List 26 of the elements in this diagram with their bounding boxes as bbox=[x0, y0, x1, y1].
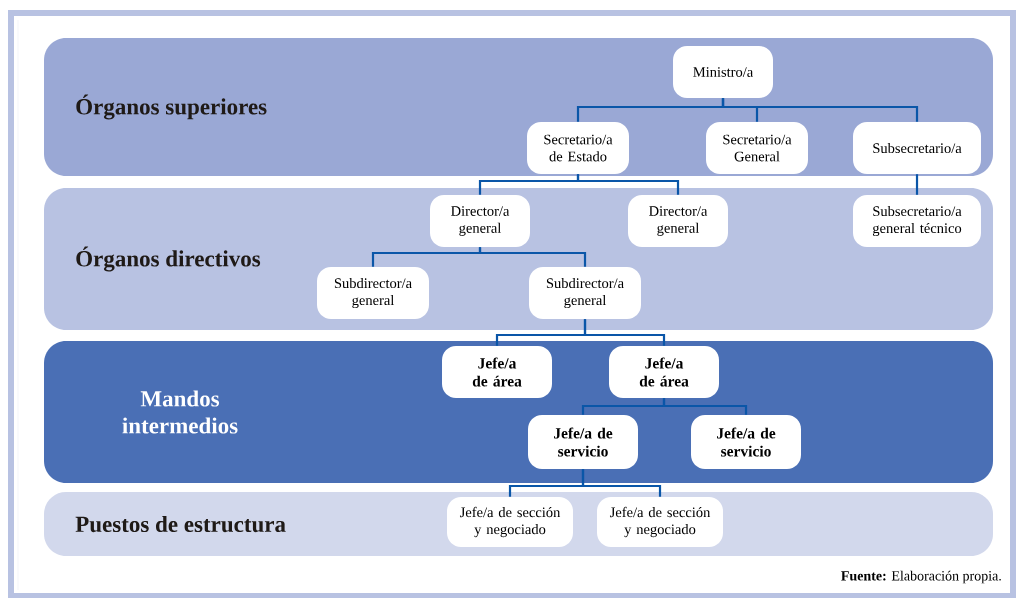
role-box: Jefe/a de servicio bbox=[528, 415, 638, 469]
role-box: Director/a general bbox=[430, 195, 530, 247]
role-box: Director/a general bbox=[628, 195, 728, 247]
role-box: Subdirector/a general bbox=[529, 267, 641, 319]
connector bbox=[478, 247, 587, 267]
role-box: Jefe/a de área bbox=[442, 346, 552, 398]
role-box: Secretario/a de Estado bbox=[527, 122, 629, 174]
role-box: Secretario/a General bbox=[706, 122, 808, 174]
node-label: Subsecretario/a bbox=[873, 142, 962, 154]
role-box: Subsecretario/a bbox=[853, 122, 981, 174]
connector bbox=[721, 98, 919, 122]
connector bbox=[915, 174, 919, 195]
role-box: Jefe/a de sección y negociado bbox=[597, 497, 723, 547]
node-label: Secretario/a General bbox=[723, 134, 792, 162]
role-box: Jefe/a de servicio bbox=[691, 415, 801, 469]
connector bbox=[662, 398, 748, 415]
source-note: Fuente: Elaboración propia. bbox=[841, 570, 1001, 584]
connector bbox=[576, 174, 680, 195]
role-box: Subsecretario/a general técnico bbox=[853, 195, 981, 247]
role-box: Jefe/a de área bbox=[609, 346, 719, 398]
role-box: Ministro/a bbox=[673, 46, 773, 98]
role-box: Subdirector/a general bbox=[317, 267, 429, 319]
connector bbox=[581, 469, 662, 497]
connector bbox=[583, 319, 666, 346]
role-box: Jefe/a de sección y negociado bbox=[447, 497, 573, 547]
node-label: Secretario/a de Estado bbox=[544, 134, 613, 162]
